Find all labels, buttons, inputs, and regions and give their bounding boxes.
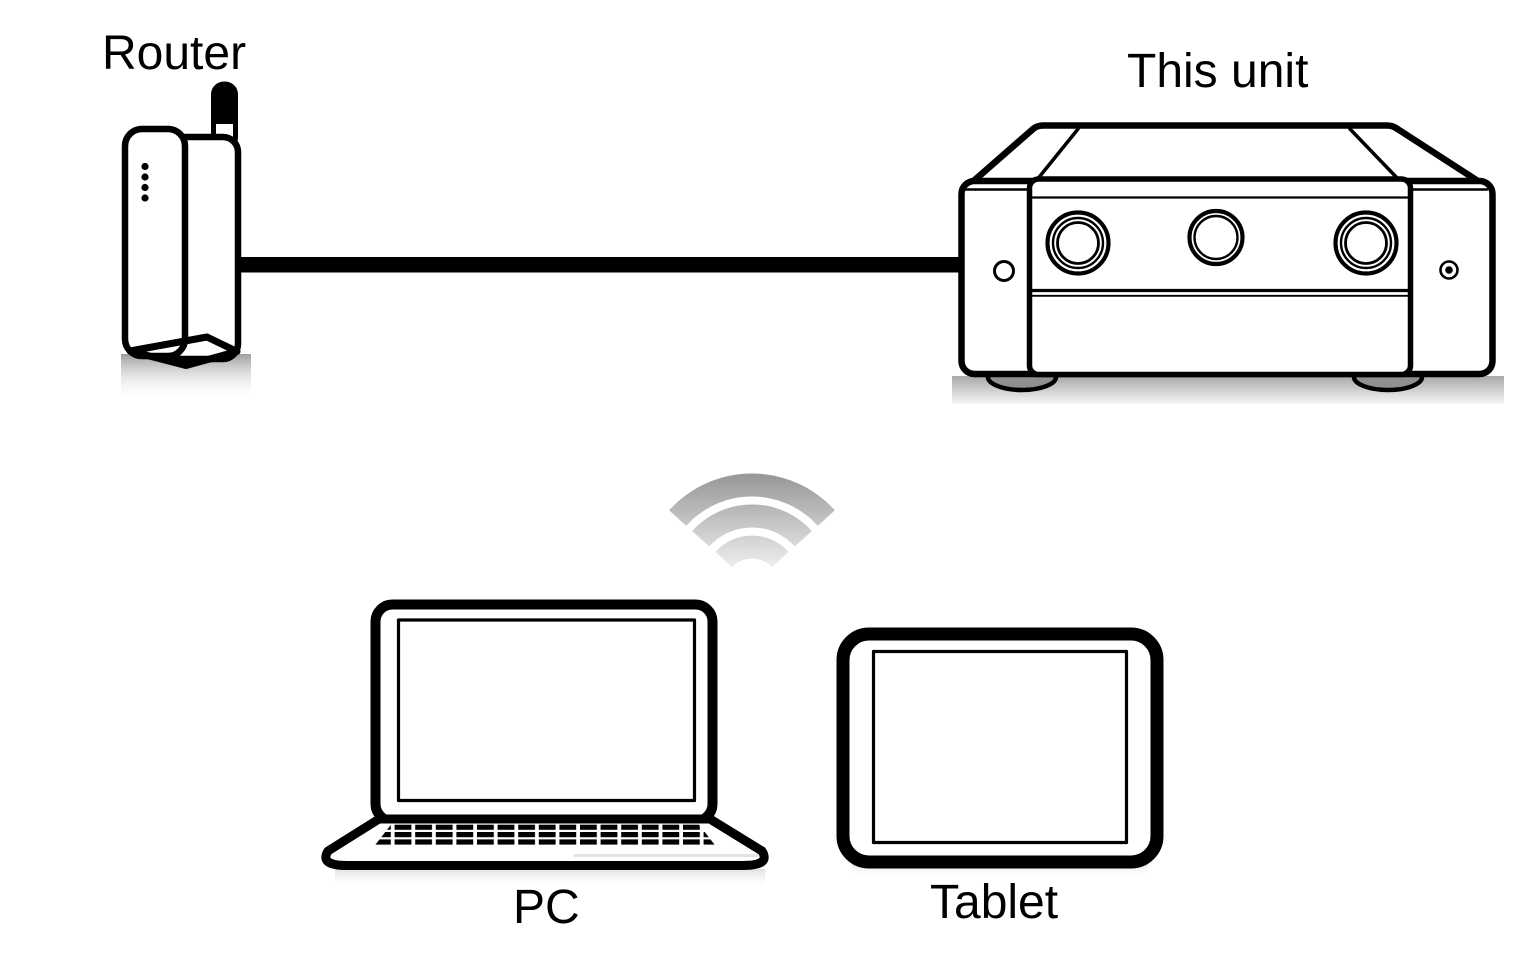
wifi-arc-inner (715, 535, 789, 568)
router-status-leds (141, 162, 149, 202)
router-antenna-tip (213, 84, 236, 124)
receiver-top-diagonal-left (1034, 127, 1080, 183)
tablet-label: Tablet (930, 876, 1059, 929)
receiver-knob-center (1187, 208, 1245, 267)
av-receiver-icon (952, 122, 1504, 404)
router-icon (121, 81, 251, 401)
tablet-screen-inner (871, 649, 1129, 845)
receiver-top-outline (961, 122, 1493, 192)
laptop-keyboard (374, 824, 716, 847)
wifi-arc-middle (692, 504, 812, 547)
receiver-top-face (965, 125, 1490, 189)
router-label: Router (102, 27, 247, 80)
lan-cable (230, 257, 966, 273)
receiver-knob-left (1045, 210, 1111, 276)
router-side-face (121, 125, 189, 360)
laptop-screen-inner (396, 618, 697, 803)
receiver-button-left (993, 260, 1015, 282)
tablet-icon (836, 627, 1164, 878)
laptop-shadow (335, 869, 765, 888)
receiver-front-panel (1026, 176, 1414, 378)
receiver-button-right (1439, 260, 1459, 280)
receiver-top-diagonal-right (1348, 127, 1402, 183)
this-unit-label: This unit (1127, 45, 1309, 98)
laptop-icon (321, 599, 769, 888)
receiver-knob-right (1333, 210, 1399, 276)
wifi-arc-outer (669, 473, 835, 527)
wifi-signal-icon (669, 473, 835, 568)
pc-label: PC (513, 881, 580, 934)
router-stand (126, 333, 241, 369)
